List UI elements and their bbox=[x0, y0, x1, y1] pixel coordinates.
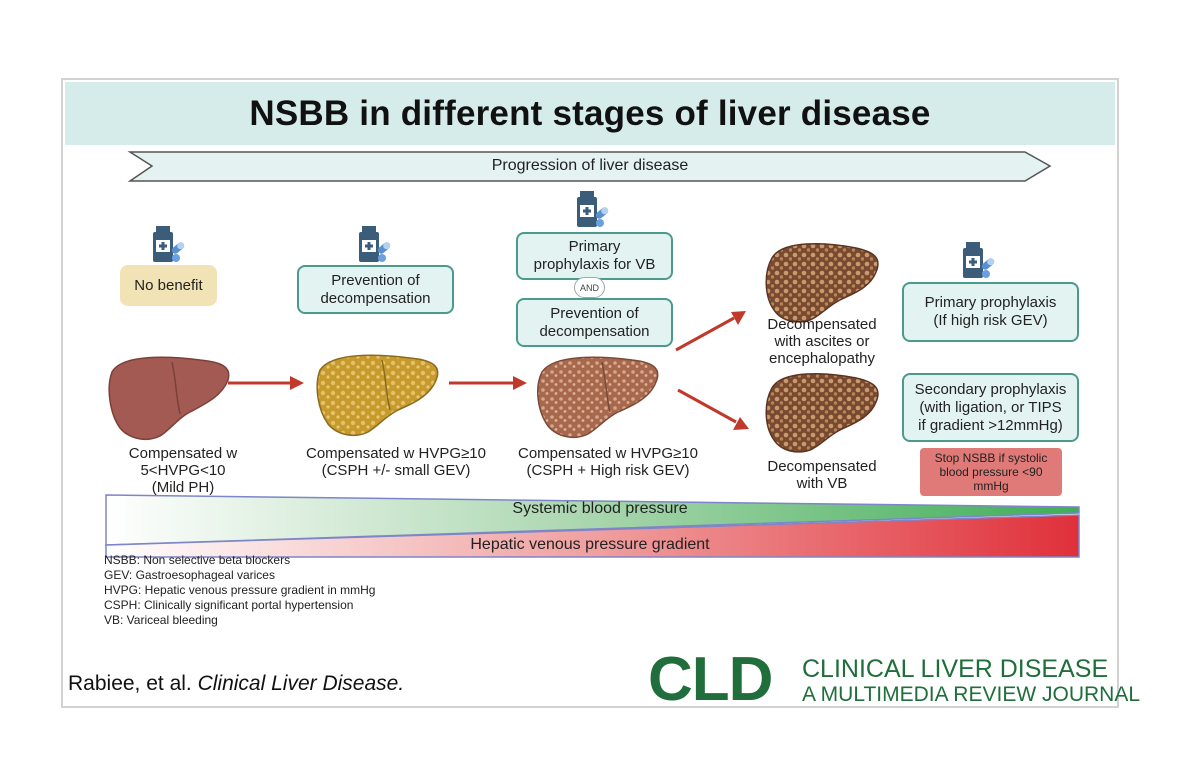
caption-line: Compensated w bbox=[128, 445, 238, 462]
caption-line: Compensated w HVPG≥10 bbox=[306, 445, 486, 462]
legend-item: NSBB: Non selective beta blockers bbox=[104, 553, 291, 567]
caption-line: with ascites or bbox=[774, 333, 870, 350]
hepatic-gradient-label: Hepatic venous pressure gradient bbox=[470, 536, 710, 553]
caption-line: (CSPH +/- small GEV) bbox=[321, 462, 471, 479]
caption-line: Decompensated bbox=[767, 316, 877, 333]
liver-icon-healthy bbox=[108, 356, 230, 441]
legend-item: HVPG: Hepatic venous pressure gradient i… bbox=[104, 583, 376, 597]
abbreviation-legend: NSBB: Non selective beta blockers GEV: G… bbox=[104, 553, 375, 628]
caption-line: encephalopathy bbox=[769, 350, 875, 367]
medicine-bottle-pill-icon bbox=[963, 242, 995, 278]
no-benefit-box: No benefit bbox=[120, 265, 217, 306]
progression-label: Progression of liver disease bbox=[491, 157, 689, 174]
box-line: decompensation bbox=[539, 322, 650, 340]
arrow-up-right-icon bbox=[675, 311, 746, 352]
box-line: if gradient >12mmHg) bbox=[918, 416, 1063, 434]
stage-caption-1: Compensated w 5<HVPG<10 (Mild PH) bbox=[108, 445, 258, 496]
progression-arrow bbox=[127, 151, 1052, 182]
stage-caption-2: Compensated w HVPG≥10 (CSPH +/- small GE… bbox=[296, 445, 496, 479]
primary-prophylaxis-high-risk-box: Primary prophylaxis(If high risk GEV) bbox=[902, 282, 1079, 342]
caption-line: Decompensated bbox=[767, 458, 877, 475]
arrow-right-icon bbox=[449, 376, 527, 390]
liver-icon-cirrhosis bbox=[536, 356, 659, 439]
caption-line: (Mild PH) bbox=[151, 479, 215, 496]
liver-icon-decompensated-ascites bbox=[765, 242, 879, 323]
caption-line: 5<HVPG<10 bbox=[140, 462, 226, 479]
arrow-down-right-icon bbox=[677, 388, 749, 430]
box-line: (If high risk GEV) bbox=[933, 312, 1048, 329]
cld-logo-subtitle: A MULTIMEDIA REVIEW JOURNAL bbox=[802, 683, 1140, 706]
cld-logo-name: CLINICAL LIVER DISEASE bbox=[802, 655, 1109, 683]
box-line: prophylaxis for VB bbox=[533, 256, 656, 273]
legend-item: CSPH: Clinically significant portal hype… bbox=[104, 598, 354, 612]
liver-icon-decompensated-vb bbox=[765, 372, 879, 453]
cld-logo-mark: CLD bbox=[648, 645, 773, 714]
arrow-right-icon bbox=[228, 376, 304, 390]
box-line: Prevention of bbox=[331, 271, 420, 289]
citation-journal: Clinical Liver Disease. bbox=[197, 672, 405, 695]
caption-line: (CSPH + High risk GEV) bbox=[526, 462, 690, 479]
citation-authors: Rabiee, et al. bbox=[68, 672, 192, 695]
citation: Rabiee, et al. Clinical Liver Disease. bbox=[68, 672, 404, 696]
legend-item: GEV: Gastroesophageal varices bbox=[104, 568, 275, 582]
secondary-prophylaxis-box: Secondary prophylaxis(with ligation, or … bbox=[902, 373, 1079, 442]
box-line: Stop NSBB if systolic bbox=[934, 451, 1048, 465]
caption-line: Compensated w HVPG≥10 bbox=[518, 445, 698, 462]
box-line: Prevention of bbox=[550, 304, 639, 322]
hepatic-gradient-bar bbox=[105, 514, 1080, 558]
box-line: decompensation bbox=[320, 289, 431, 307]
legend-item: VB: Variceal bleeding bbox=[104, 613, 218, 627]
title-banner: NSBB in different stages of liver diseas… bbox=[65, 82, 1115, 145]
stage-caption-4: Decompensated with ascites or encephalop… bbox=[750, 316, 894, 367]
systemic-pressure-bar bbox=[105, 494, 1080, 546]
stage-caption-5: Decompensated with VB bbox=[750, 458, 894, 492]
figure-title: NSBB in different stages of liver diseas… bbox=[249, 93, 931, 133]
box-line: Secondary prophylaxis bbox=[914, 380, 1067, 398]
box-line: (with ligation, or TIPS bbox=[919, 398, 1062, 416]
stage-caption-3: Compensated w HVPG≥10 (CSPH + High risk … bbox=[508, 445, 708, 479]
box-line: blood pressure <90 bbox=[939, 465, 1043, 479]
caption-line: with VB bbox=[796, 475, 848, 492]
medicine-bottle-pill-icon bbox=[153, 226, 185, 262]
medicine-bottle-pill-icon bbox=[359, 226, 391, 262]
box-line: mmHg bbox=[973, 479, 1009, 493]
liver-icon-mild-fibrosis bbox=[316, 354, 439, 437]
medicine-bottle-pill-icon bbox=[577, 191, 609, 227]
and-connector: AND bbox=[574, 277, 605, 298]
box-line: Primary bbox=[568, 238, 621, 255]
systemic-pressure-label: Systemic blood pressure bbox=[512, 500, 688, 517]
box-line: Primary prophylaxis bbox=[924, 294, 1057, 311]
